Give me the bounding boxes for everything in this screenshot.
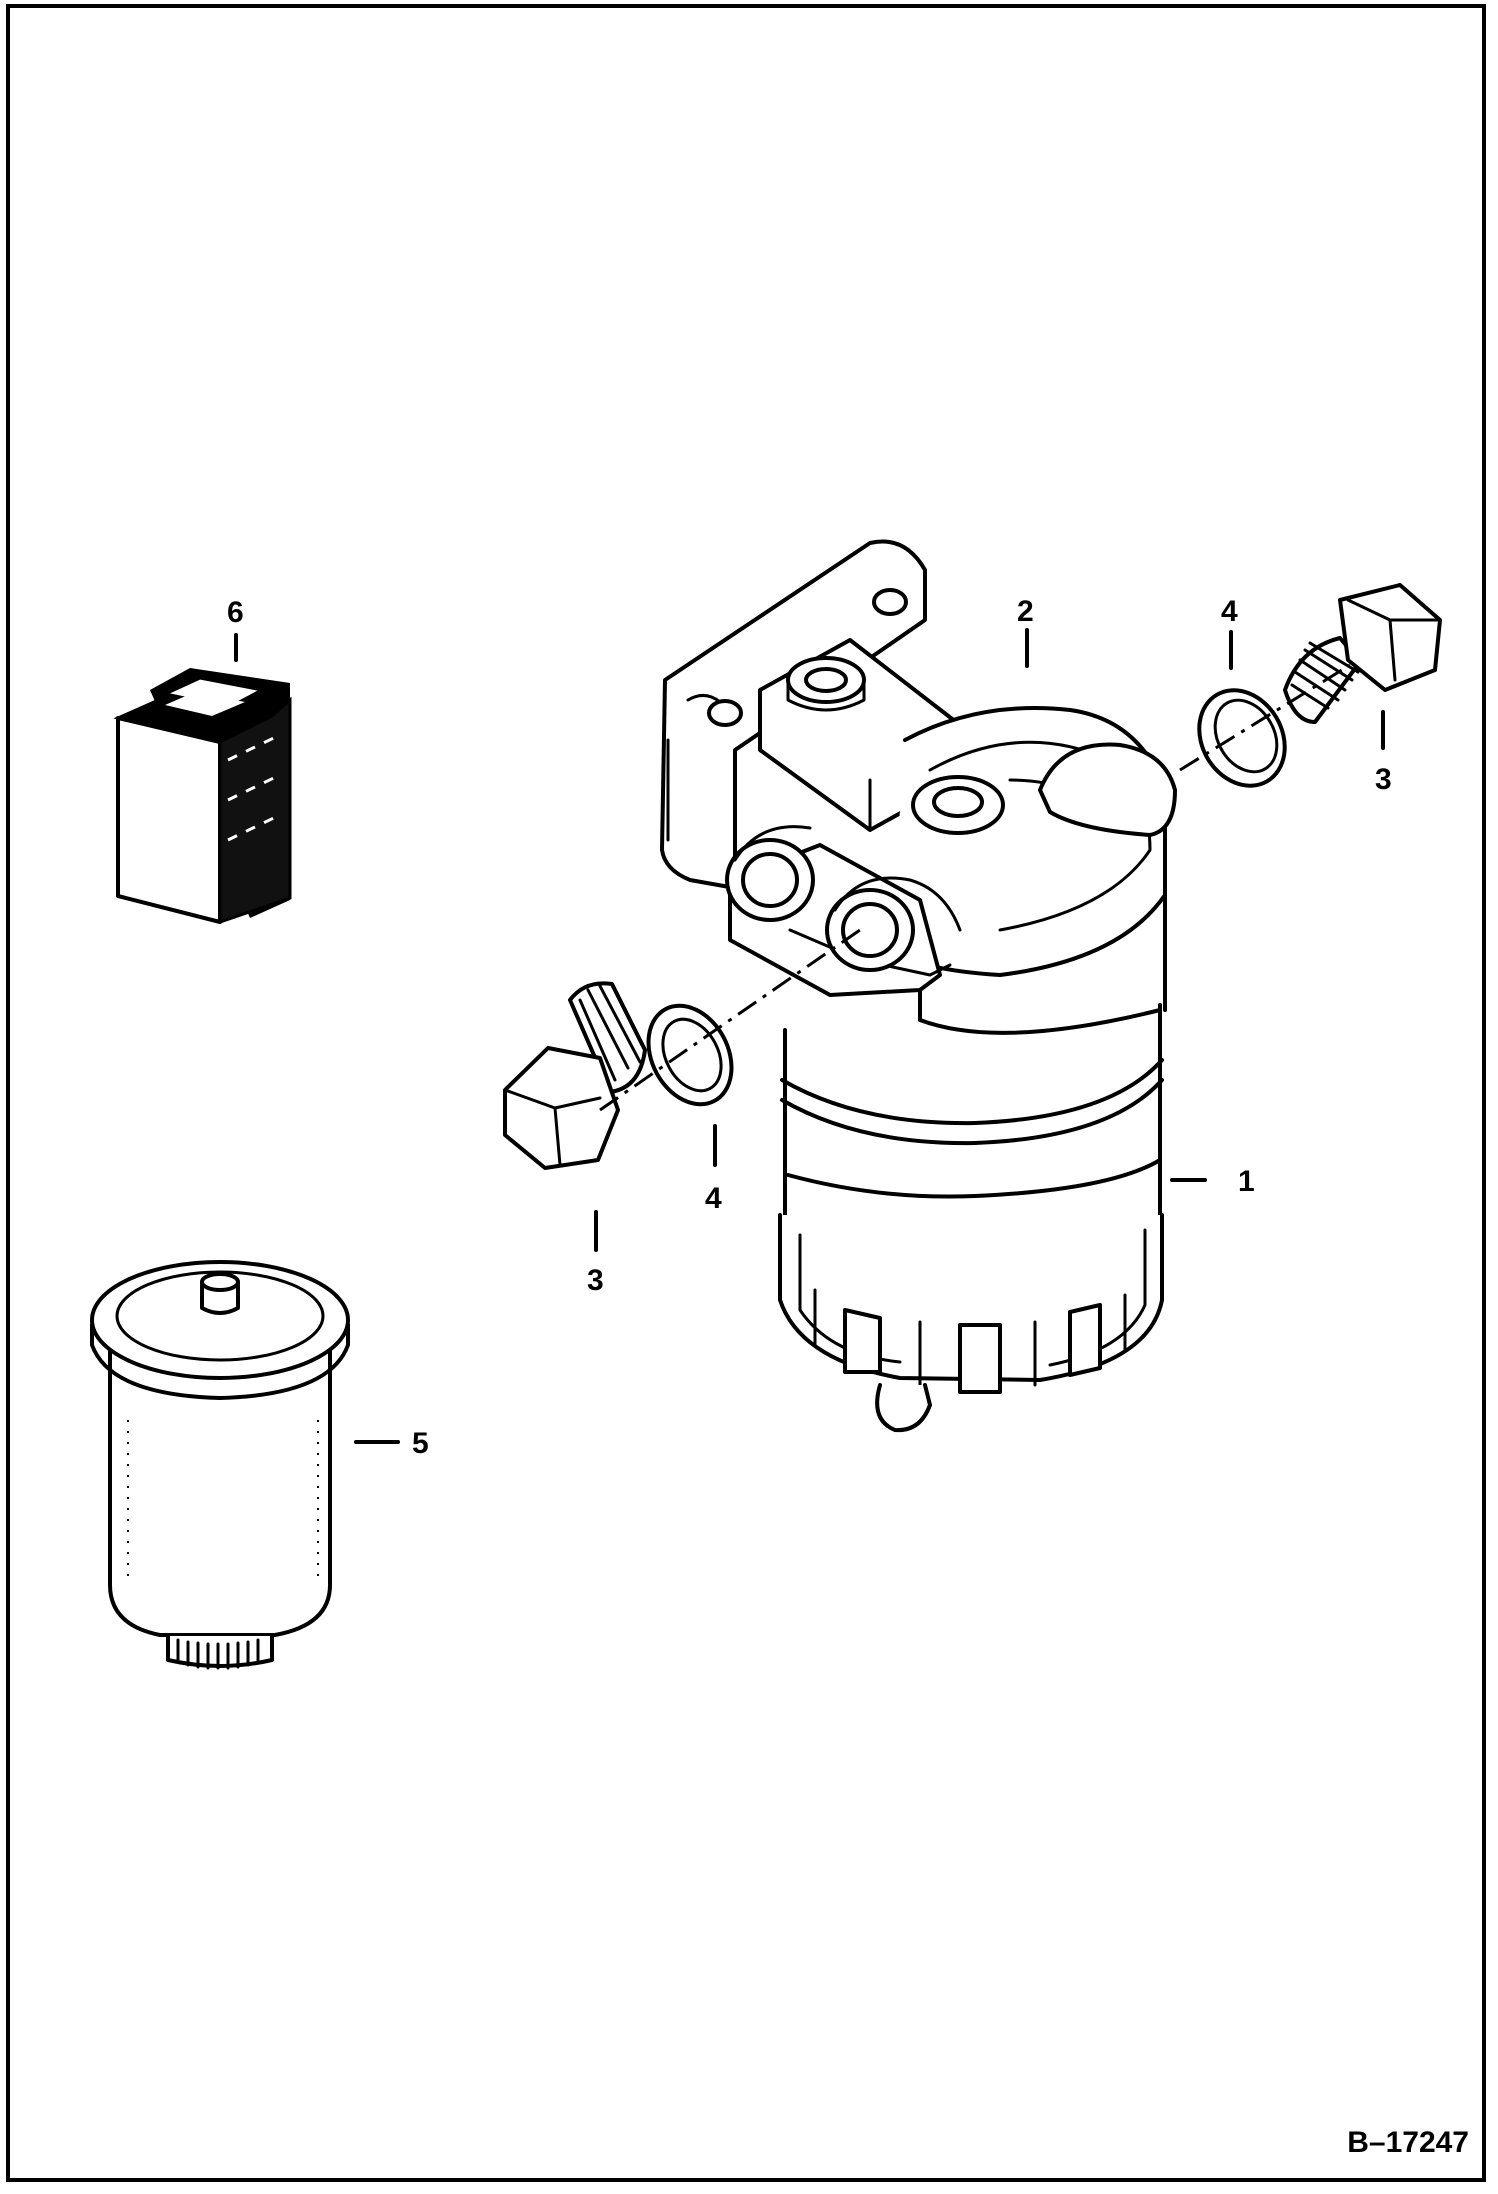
callout-5: 5	[412, 1427, 429, 1460]
part-4-seal-washer-right	[1197, 688, 1287, 788]
callout-4-left: 4	[705, 1182, 722, 1215]
drawing-frame	[6, 4, 1486, 2182]
callout-3-left: 3	[587, 1264, 604, 1297]
callout-6: 6	[227, 596, 244, 629]
figure-reference: B–17247	[1347, 2126, 1469, 2159]
centerline-left	[599, 928, 861, 1112]
callout-3-right: 3	[1375, 763, 1392, 796]
part-3-plug-left	[503, 981, 647, 1170]
callout-2: 2	[1017, 595, 1034, 628]
callout-1: 1	[1238, 1165, 1255, 1198]
part-4-seal-washer-left	[646, 1003, 734, 1107]
part-2-filter-head	[660, 539, 1177, 1035]
part-3-plug-right	[1283, 583, 1442, 724]
leader-lines	[234, 628, 1385, 1444]
callout-4-right: 4	[1221, 595, 1238, 628]
part-5-filter-cartridge	[90, 1260, 350, 1670]
part-6-package	[113, 668, 292, 925]
part-1-filter-bowl	[778, 1003, 1164, 1433]
centerline-right	[1179, 663, 1351, 772]
